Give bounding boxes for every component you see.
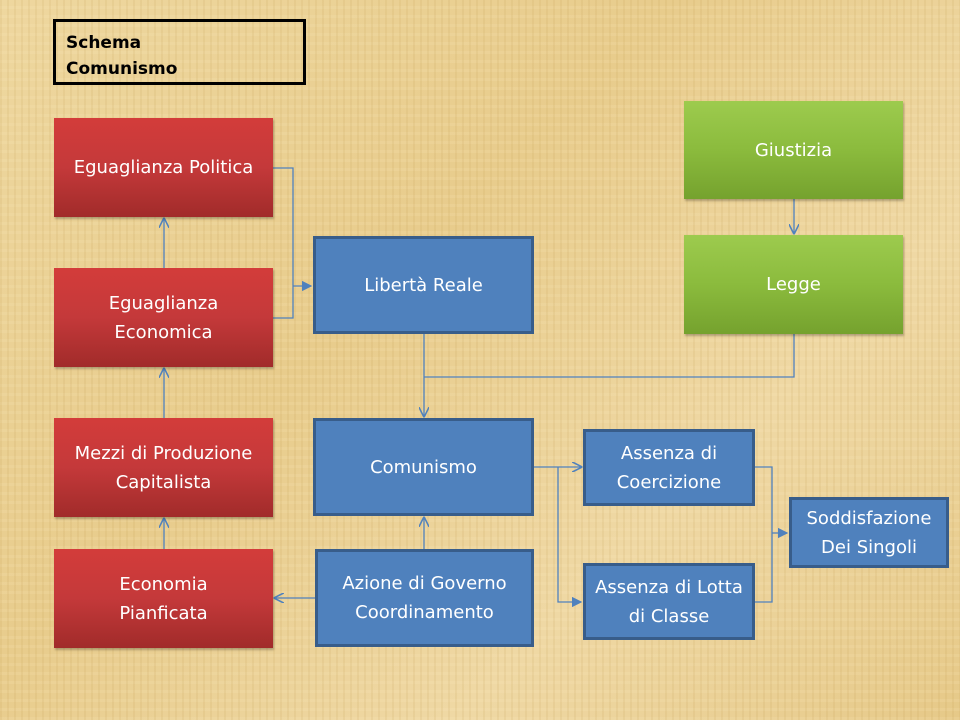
node-label: Legge	[766, 274, 821, 295]
node-eguaglianza-economica: Eguaglianza Economica	[54, 268, 273, 367]
node-label: Eguaglianza Economica	[108, 292, 219, 343]
node-liberta-reale: Libertà Reale	[313, 236, 534, 334]
node-assenza-coercizione: Assenza di Coercizione	[583, 429, 755, 506]
node-comunismo: Comunismo	[313, 418, 534, 516]
node-label: Giustizia	[754, 139, 833, 161]
node-eguaglianza-politica: Eguaglianza Politica	[54, 118, 273, 217]
node-soddisfazione: Soddisfazione Dei Singoli	[789, 497, 949, 568]
node-label: Azione di Governo Coordinamento	[342, 573, 507, 623]
node-azione-governo: Azione di Governo Coordinamento	[315, 549, 534, 647]
node-label: Soddisfazione Dei Singoli	[806, 507, 932, 558]
title-line-2: Comunismo	[66, 59, 178, 79]
connector-ac-al-join	[755, 466, 773, 603]
diagram-title: Schema Comunismo	[53, 19, 306, 85]
node-label: Economia Pianficata	[119, 573, 208, 624]
connector-legge-comunismo	[424, 334, 795, 378]
node-label: Comunismo	[370, 456, 477, 478]
node-mezzi-produzione: Mezzi di Produzione Capitalista	[54, 418, 273, 517]
connector-com-al	[557, 467, 583, 608]
node-giustizia: Giustizia	[684, 101, 903, 199]
node-economia-pianificata: Economia Pianficata	[54, 549, 273, 648]
node-label: Libertà Reale	[364, 274, 483, 296]
node-legge: Legge	[684, 235, 903, 334]
node-assenza-lotta: Assenza di Lotta di Classe	[583, 563, 755, 640]
connector-ep-join	[273, 167, 294, 319]
node-label: Mezzi di Produzione Capitalista	[74, 442, 253, 493]
title-line-1: Schema	[66, 33, 142, 53]
node-label: Assenza di Coercizione	[616, 442, 722, 493]
node-label: Eguaglianza Politica	[73, 157, 254, 178]
node-label: Assenza di Lotta di Classe	[595, 576, 743, 627]
